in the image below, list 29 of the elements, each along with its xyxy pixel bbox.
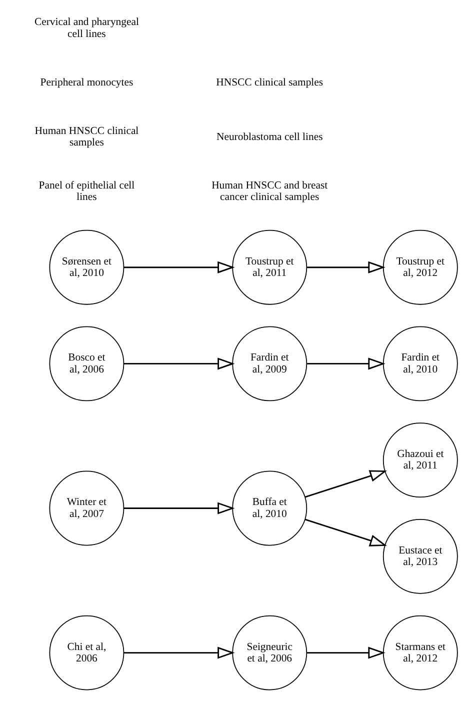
node-circle: Eustace et al, 2013 bbox=[382, 518, 458, 594]
arrow bbox=[304, 518, 386, 546]
label: Peripheral monocytes bbox=[40, 76, 133, 88]
node-circle: Buffa et al, 2010 bbox=[232, 470, 307, 546]
arrow bbox=[123, 261, 234, 274]
label: Panel of epithelial cell lines bbox=[38, 179, 134, 204]
arrow bbox=[304, 470, 386, 498]
label: Neuroblastoma cell lines bbox=[216, 130, 322, 143]
node-circle: Starmans et al, 2012 bbox=[382, 615, 458, 690]
label: Human HNSCC clinical samples bbox=[34, 125, 138, 149]
node-circle: Fardin et al, 2010 bbox=[382, 326, 458, 402]
node-circle: Sørensen et al, 2010 bbox=[48, 230, 124, 305]
label: HNSCC clinical samples bbox=[216, 76, 323, 88]
node-circle: Toustrup et al, 2011 bbox=[232, 230, 307, 305]
node-circle: Ghazoui et al, 2011 bbox=[382, 422, 458, 498]
arrow bbox=[306, 358, 385, 370]
label: Cervical and pharyngeal cell lines bbox=[34, 16, 138, 40]
node-circle: Winter et al, 2007 bbox=[48, 470, 124, 546]
node-circle: Seigneuric et al, 2006 bbox=[232, 615, 307, 690]
node-circle: Toustrup et al, 2012 bbox=[382, 230, 458, 305]
arrow bbox=[123, 502, 234, 514]
label: Human HNSCC and breast cancer clinical samples bbox=[211, 179, 328, 204]
node-circle: Chi et al, 2006 bbox=[48, 615, 124, 690]
arrow bbox=[306, 646, 385, 659]
arrow bbox=[123, 646, 234, 659]
node-circle: Fardin et al, 2009 bbox=[232, 326, 307, 402]
node-circle: Bosco et al, 2006 bbox=[48, 326, 124, 402]
arrow bbox=[123, 358, 234, 370]
arrow bbox=[306, 261, 385, 274]
